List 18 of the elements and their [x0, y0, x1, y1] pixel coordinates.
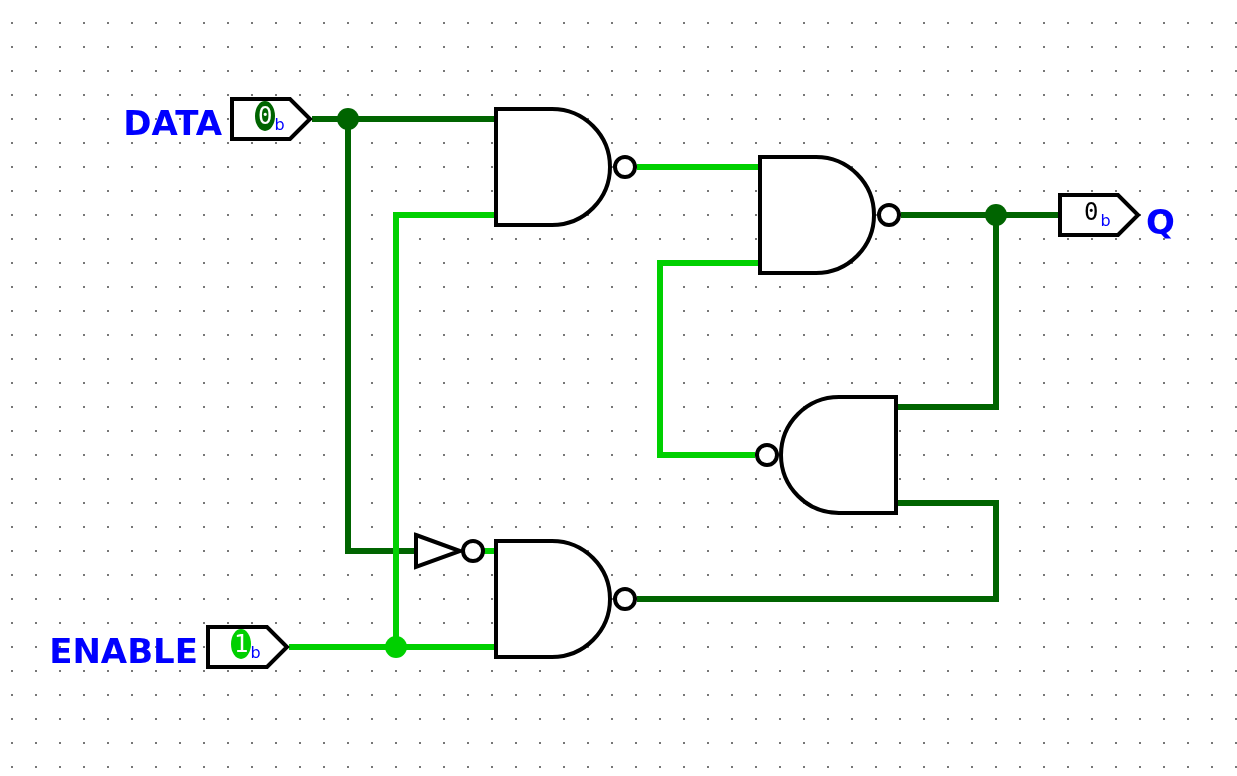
input-pin — [206, 625, 289, 669]
input-pin — [230, 97, 312, 141]
pin-label: Q — [1146, 205, 1176, 239]
wire — [637, 500, 999, 602]
not-gate — [414, 533, 484, 569]
nand-gate — [494, 107, 637, 227]
pin-value: 1$_{b}$ — [234, 632, 261, 661]
pin-label: ENABLE — [48, 634, 198, 668]
wire — [484, 548, 494, 554]
pin-value: 0$_{b}$ — [258, 104, 285, 133]
wire — [637, 164, 758, 170]
wire — [657, 260, 758, 458]
output-pin — [1058, 193, 1140, 237]
nand-gate — [755, 395, 898, 515]
nand-gate — [758, 155, 901, 275]
nand-gate — [494, 539, 637, 659]
pin-label: DATA — [122, 106, 222, 140]
pin-value: 0$_{b}$ — [1084, 200, 1111, 229]
